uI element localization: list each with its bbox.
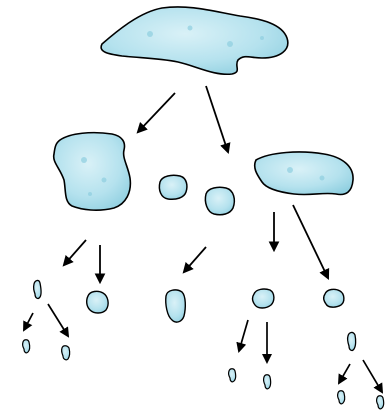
ice-chunk-level3 bbox=[338, 391, 345, 404]
ice-chunk-level3 bbox=[264, 375, 271, 389]
ice-chunk-level3 bbox=[377, 396, 384, 409]
arrow bbox=[339, 364, 350, 383]
arrow bbox=[184, 247, 206, 272]
ice-chunk-level2 bbox=[348, 332, 356, 350]
arrow bbox=[138, 93, 175, 132]
ice-chunk-level2 bbox=[34, 280, 42, 298]
arrow bbox=[363, 360, 382, 392]
ice-chunk-level1 bbox=[255, 152, 353, 195]
ice-chunk-level3 bbox=[62, 346, 70, 360]
arrow bbox=[239, 320, 248, 351]
arrow bbox=[293, 205, 328, 278]
ice-chunk-level1 bbox=[159, 175, 187, 199]
ice-chunk-level2 bbox=[166, 290, 186, 322]
ice-chunk-level2 bbox=[324, 289, 344, 307]
ice-chunk-level3 bbox=[23, 340, 30, 353]
ice-chunk-level1 bbox=[205, 187, 234, 215]
ice-chunk-level1 bbox=[54, 133, 131, 211]
arrow bbox=[24, 313, 33, 330]
arrow bbox=[64, 240, 86, 265]
ice-chunk-level3 bbox=[229, 369, 236, 382]
arrow bbox=[206, 86, 228, 152]
ice-chunk-level0 bbox=[101, 7, 288, 74]
arrow bbox=[48, 304, 68, 336]
ice-chunk-level2 bbox=[87, 291, 108, 313]
ice-chunk-level2 bbox=[253, 289, 274, 308]
